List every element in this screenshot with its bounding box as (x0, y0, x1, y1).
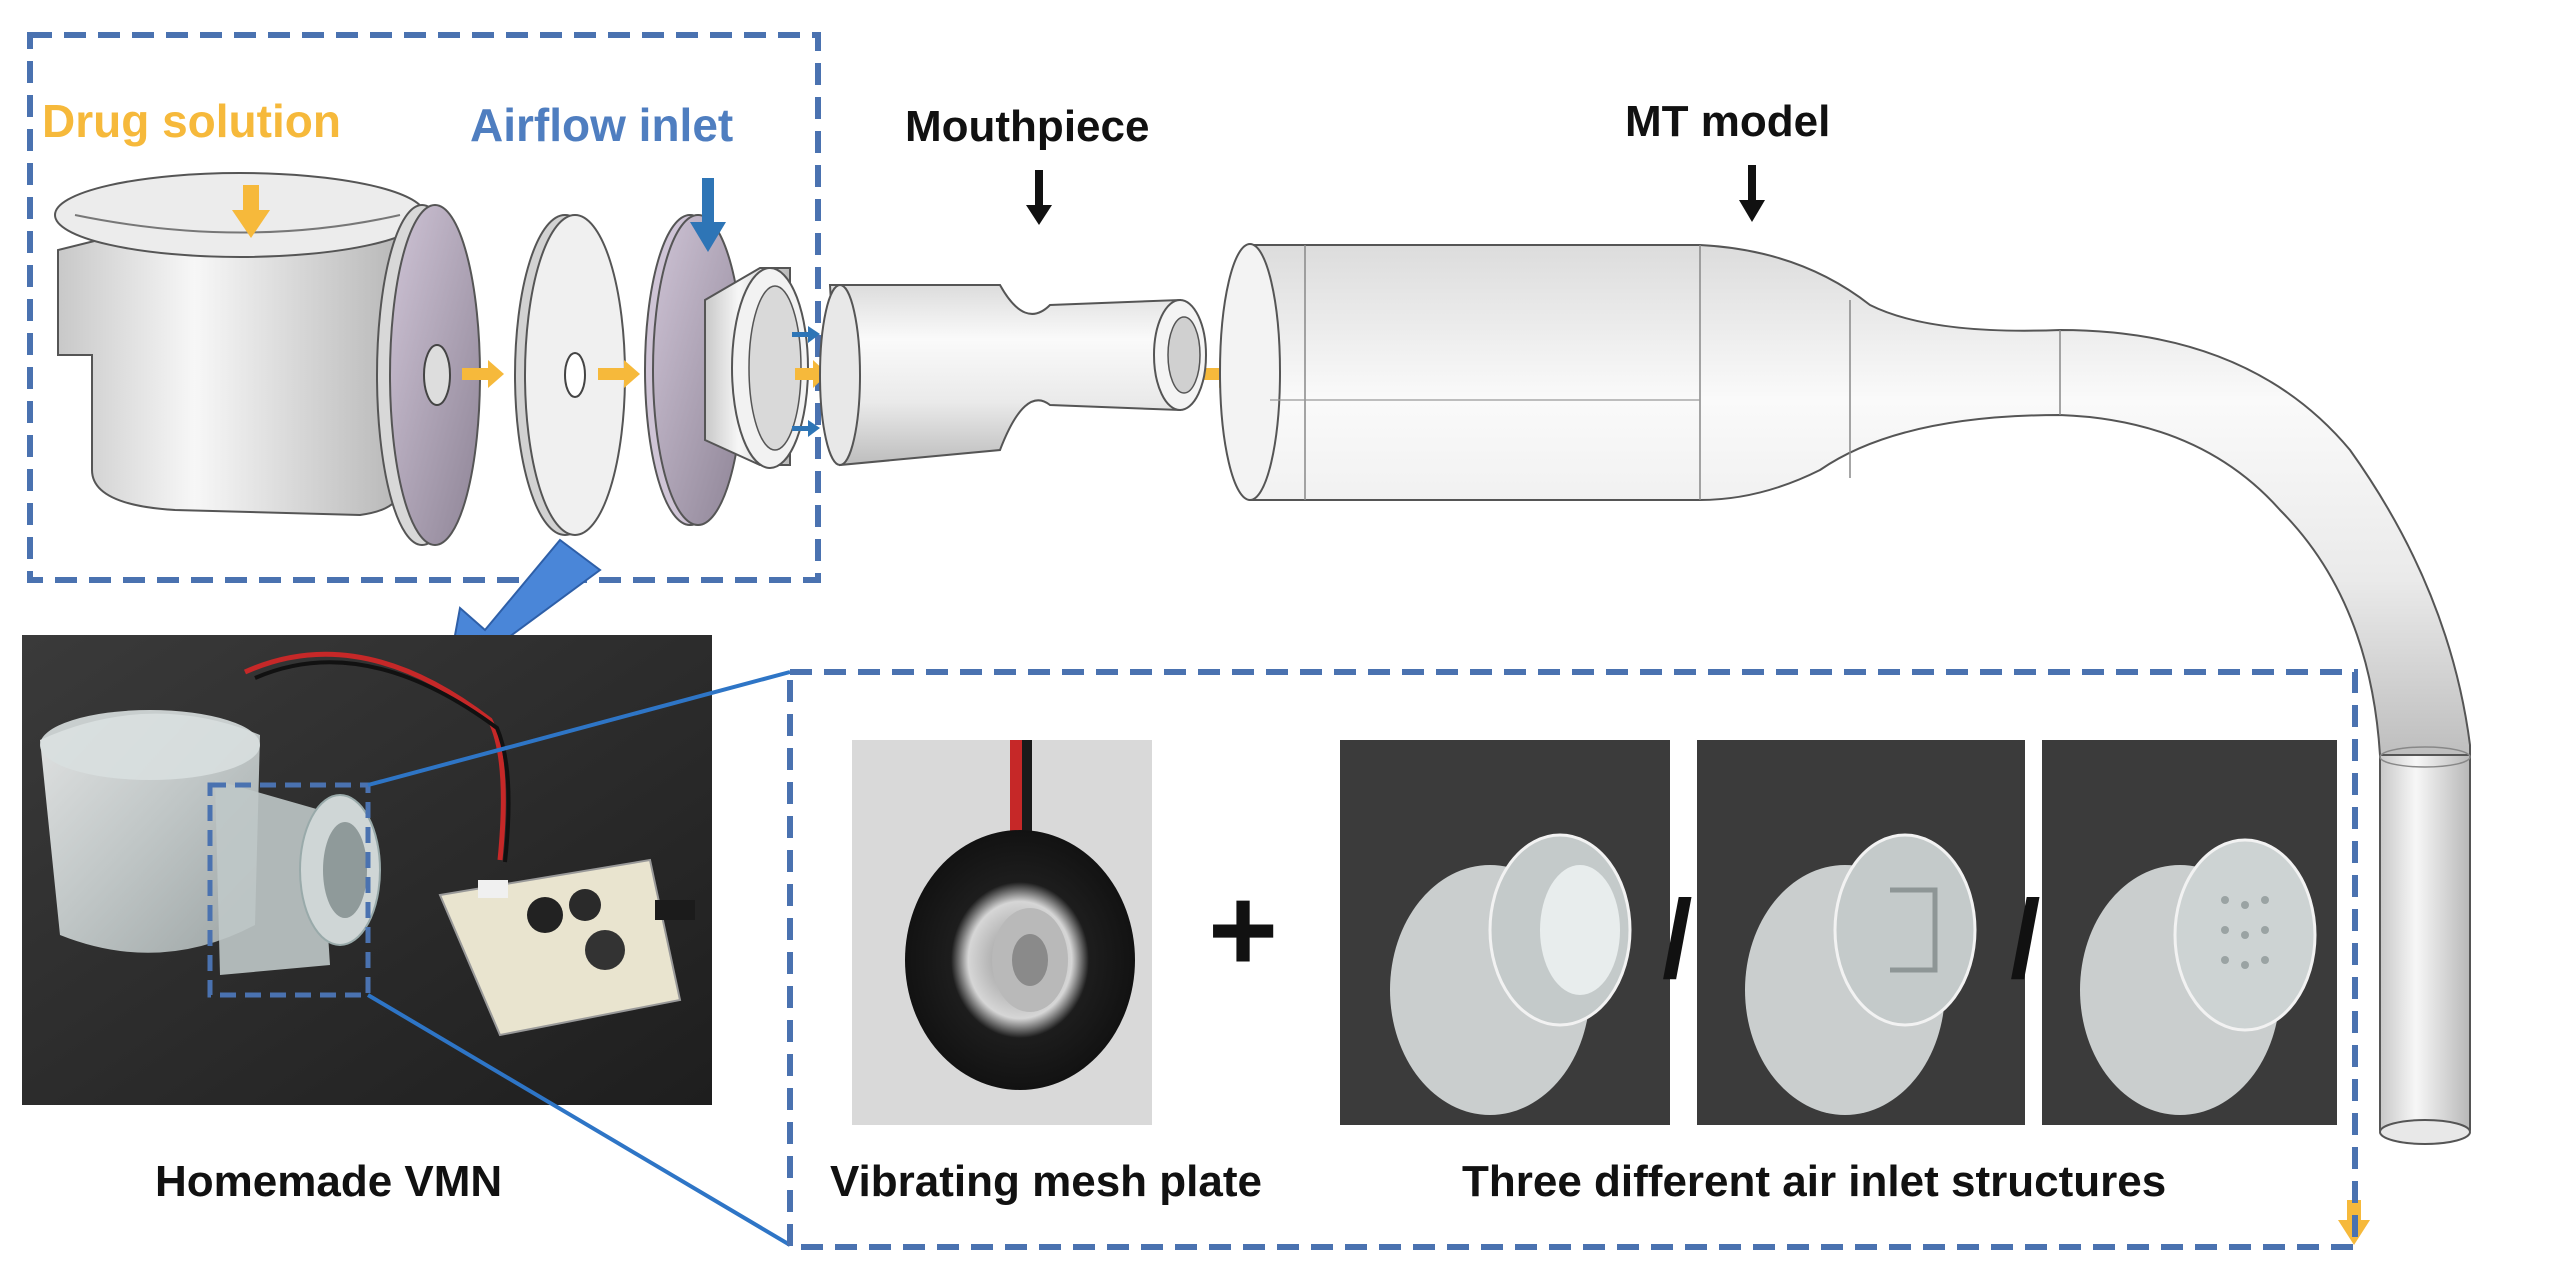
reservoir-mesh-disk (376, 204, 481, 546)
inlet-photo-2 (1697, 740, 2025, 1125)
airflow-inlet-label: Airflow inlet (470, 99, 734, 151)
inlet-photo-3 (2042, 740, 2337, 1125)
mouthpiece-part (819, 284, 1207, 467)
components-dashed-box (787, 669, 2358, 1250)
vmn-photo (22, 635, 712, 1105)
inlet-photo-1 (1340, 740, 1670, 1125)
separator-symbol-2: / (2010, 878, 2041, 1001)
mesh-disk (514, 214, 626, 536)
callout-line-bottom (366, 993, 792, 1247)
air-inlet-structures-label: Three different air inlet structures (1462, 1157, 2167, 1206)
air-inlet-disk (644, 214, 809, 526)
vmn-dashed-box (27, 32, 821, 583)
airflow-arrows (690, 178, 820, 437)
plus-symbol: + (1208, 863, 1279, 997)
mt-model-part (1219, 243, 2471, 1145)
mesh-plate-photo (852, 740, 1152, 1125)
mt-model-label: MT model (1625, 97, 1831, 146)
drug-reservoir-cup (54, 172, 426, 517)
vibrating-mesh-plate-label: Vibrating mesh plate (830, 1157, 1262, 1206)
pointer-arrows (1026, 165, 1765, 225)
mouthpiece-label: Mouthpiece (905, 102, 1150, 151)
separator-symbol-1: / (1662, 878, 1693, 1001)
drug-solution-label: Drug solution (42, 95, 341, 147)
homemade-vmn-label: Homemade VMN (155, 1157, 503, 1206)
callout-line-top (367, 670, 791, 787)
